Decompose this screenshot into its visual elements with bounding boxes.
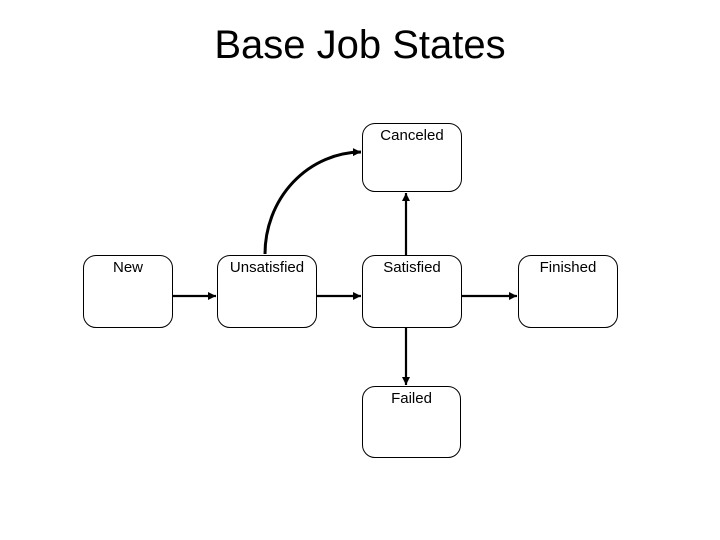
edge-unsatisfied-to-canceled-curved-arrow [263,148,362,255]
state-label-new: New [112,259,143,276]
state-node-finished: Finished [518,255,618,328]
state-label-unsatisfied: Unsatisfied [229,259,305,276]
state-node-satisfied: Satisfied [362,255,462,328]
state-label-finished: Finished [539,259,597,276]
state-node-new: New [83,255,173,328]
state-label-canceled: Canceled [380,127,444,144]
state-label-failed: Failed [391,390,432,407]
state-node-unsatisfied: Unsatisfied [217,255,317,328]
state-node-failed: Failed [362,386,461,458]
state-label-satisfied: Satisfied [383,259,441,276]
slide-title: Base Job States [214,23,506,67]
state-node-canceled: Canceled [362,123,462,192]
